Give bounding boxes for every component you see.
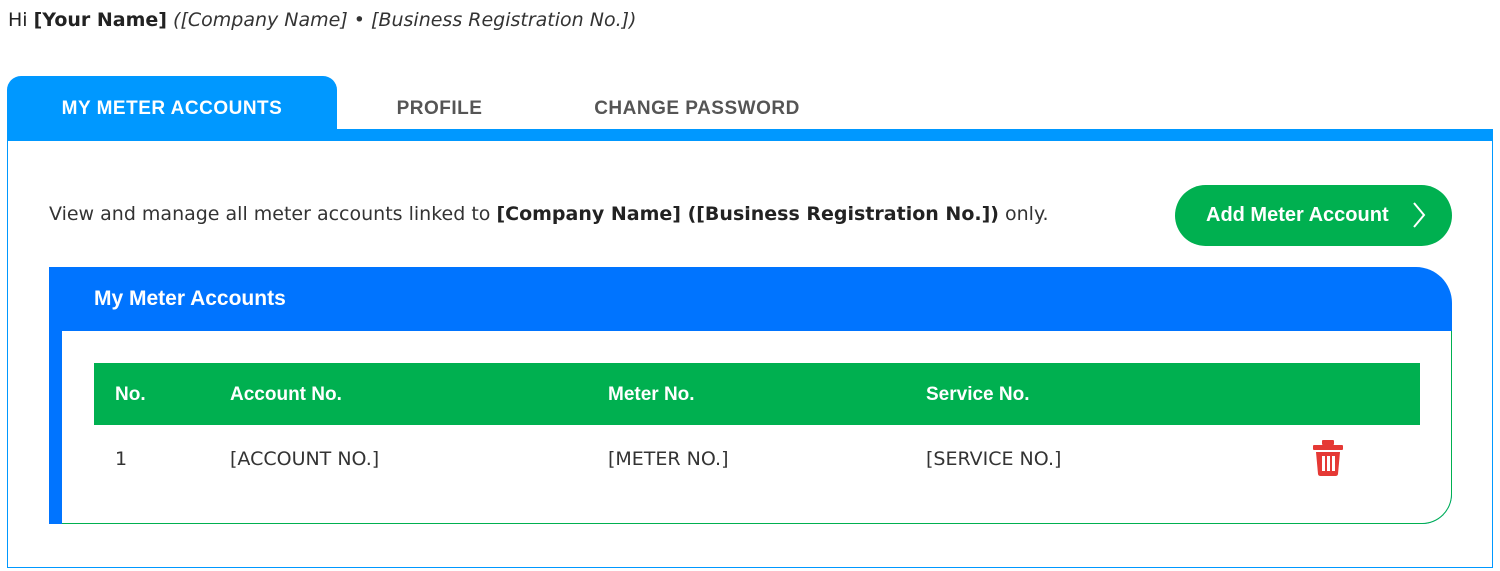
header-meter-no: Meter No. bbox=[608, 384, 695, 405]
chevron-right-icon bbox=[1413, 202, 1426, 228]
header-service-no: Service No. bbox=[926, 384, 1030, 405]
header-no: No. bbox=[115, 384, 146, 405]
tab-bar: MY METER ACCOUNTS PROFILE CHANGE PASSWOR… bbox=[7, 76, 1493, 132]
tab-change-password[interactable]: CHANGE PASSWORD bbox=[594, 98, 800, 119]
meter-accounts-card: My Meter Accounts No. Account No. Meter … bbox=[49, 267, 1452, 524]
tab-my-meter-accounts[interactable]: MY METER ACCOUNTS bbox=[7, 76, 337, 132]
user-company: ([Company Name] • [Business Registration… bbox=[173, 9, 637, 31]
intro-company: [Company Name] ([Business Registration N… bbox=[496, 203, 999, 225]
intro-text: View and manage all meter accounts linke… bbox=[49, 203, 1049, 225]
card-body: No. Account No. Meter No. Service No. 1 … bbox=[62, 331, 1452, 524]
greeting-hi: Hi bbox=[8, 9, 28, 31]
greeting: Hi [Your Name] ([Company Name] • [Busine… bbox=[8, 9, 636, 31]
cell-no: 1 bbox=[115, 448, 128, 470]
intro-suffix: only. bbox=[1005, 203, 1049, 225]
card-title: My Meter Accounts bbox=[94, 287, 286, 310]
table-row: 1 [ACCOUNT NO.] [METER NO.] [SERVICE NO.… bbox=[94, 425, 1420, 497]
tab-underline bbox=[7, 129, 1493, 141]
header-account-no: Account No. bbox=[230, 384, 342, 405]
cell-account-no: [ACCOUNT NO.] bbox=[230, 448, 380, 470]
add-meter-account-button[interactable]: Add Meter Account bbox=[1175, 185, 1452, 246]
table-header: No. Account No. Meter No. Service No. bbox=[94, 363, 1420, 425]
add-meter-account-label: Add Meter Account bbox=[1206, 204, 1389, 226]
tab-profile[interactable]: PROFILE bbox=[396, 98, 483, 119]
intro-prefix: View and manage all meter accounts linke… bbox=[49, 203, 491, 225]
user-name: [Your Name] bbox=[33, 9, 167, 31]
cell-meter-no: [METER NO.] bbox=[608, 448, 729, 470]
cell-service-no: [SERVICE NO.] bbox=[926, 448, 1062, 470]
trash-icon[interactable] bbox=[1312, 439, 1344, 477]
